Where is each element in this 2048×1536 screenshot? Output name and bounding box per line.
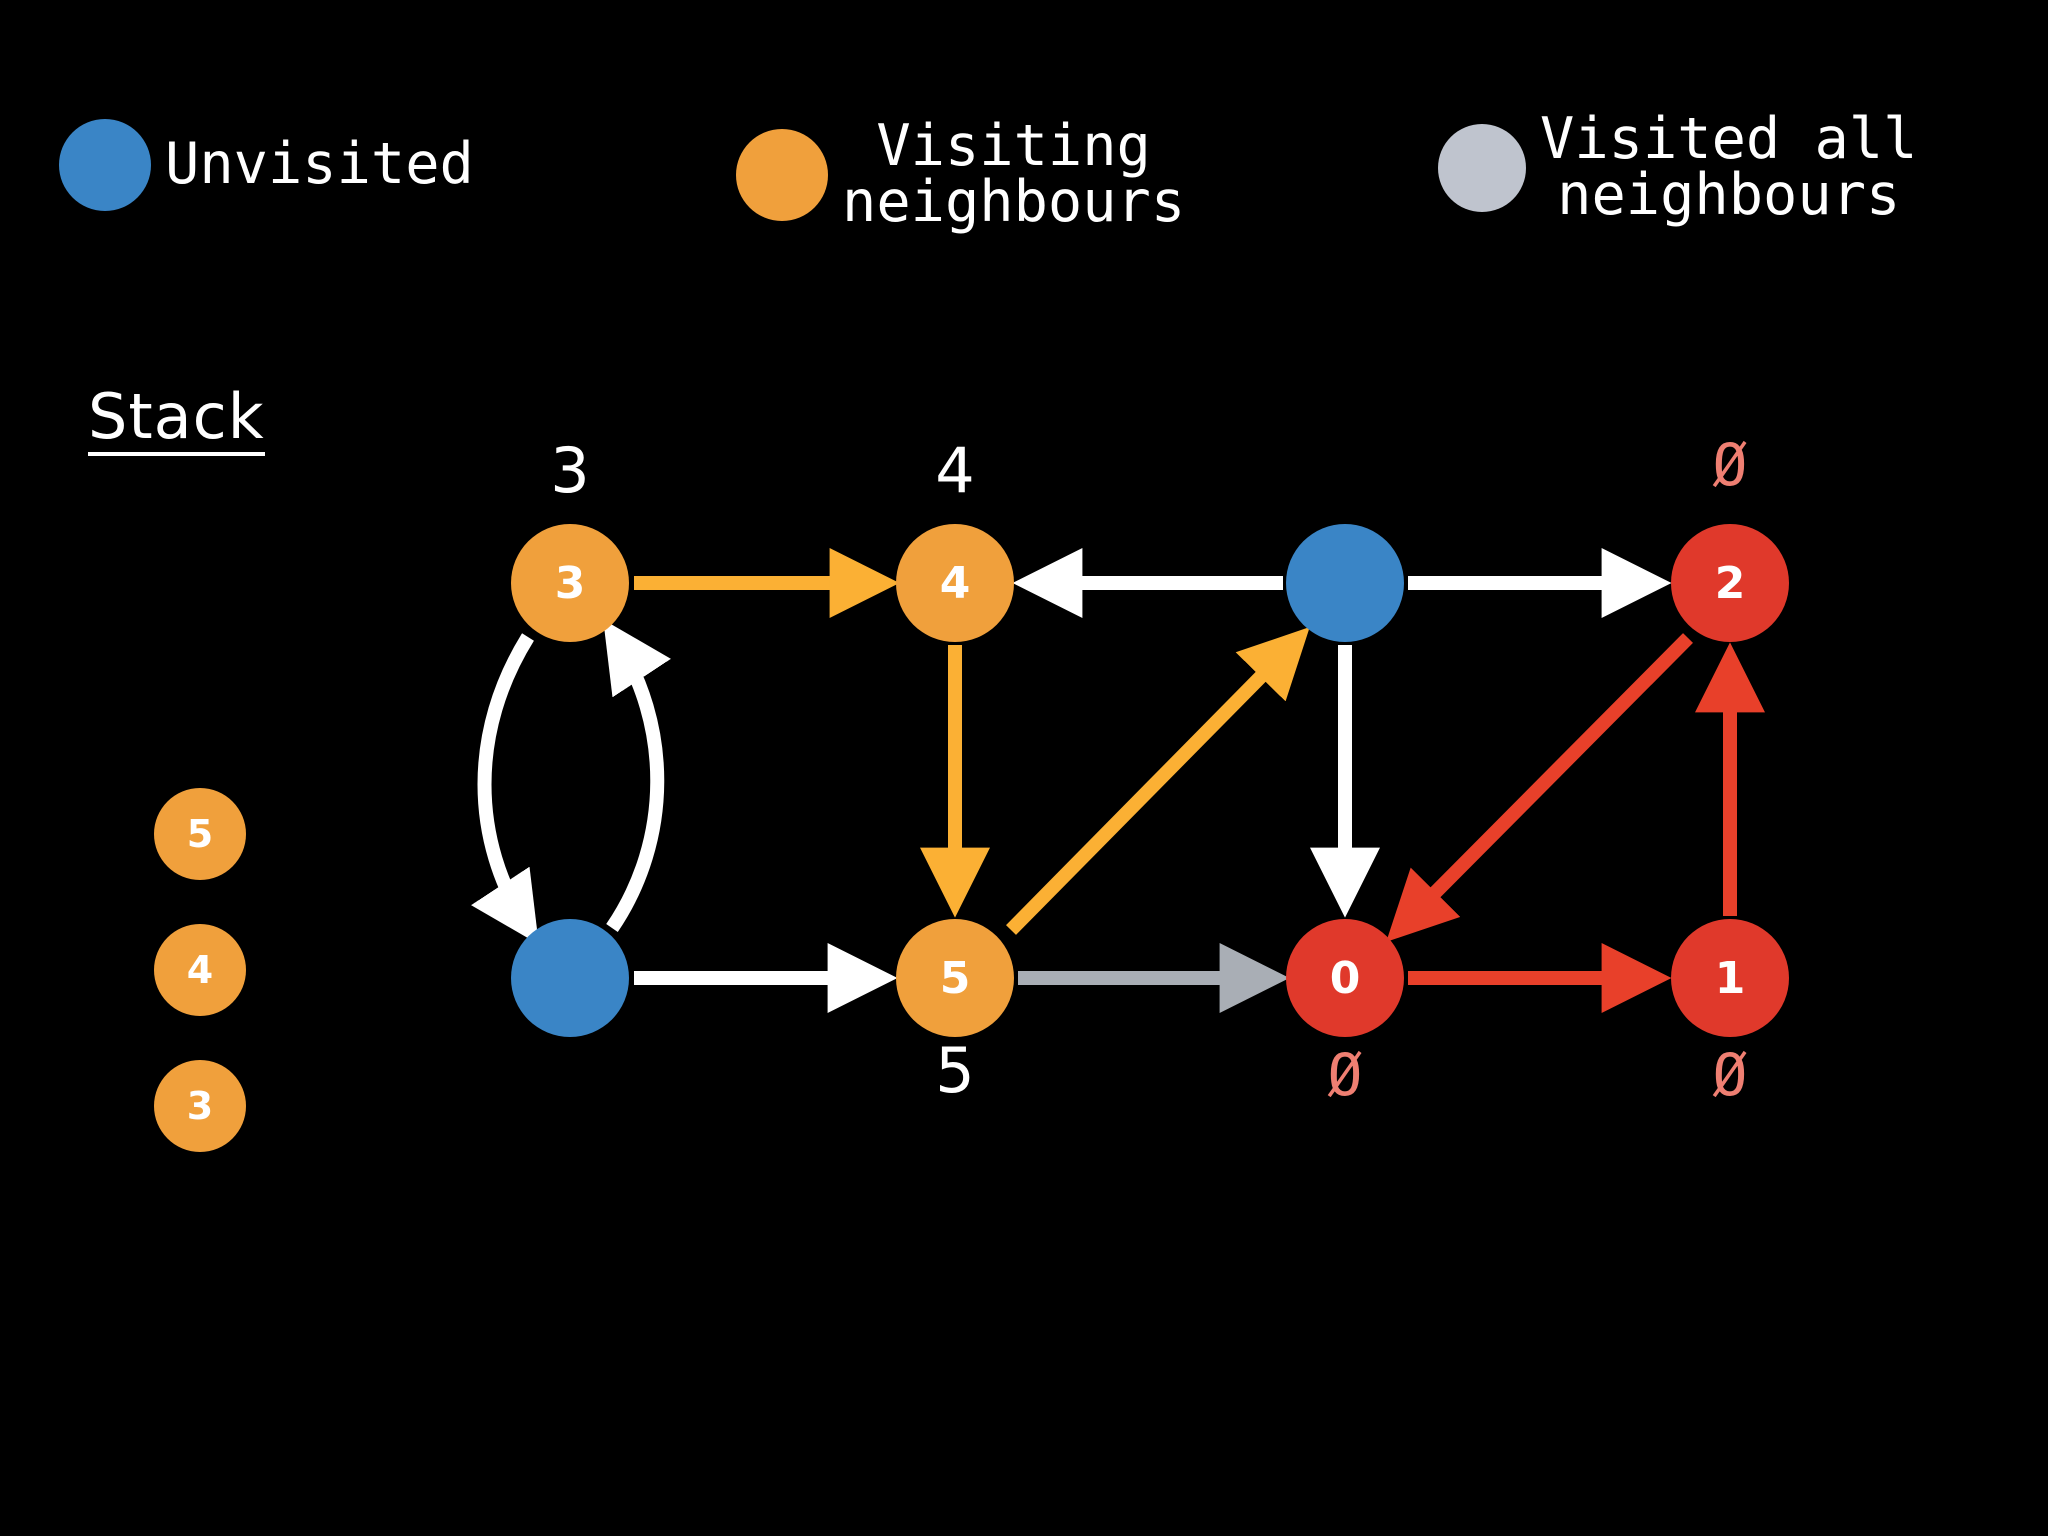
graph-node-4-label: 4 bbox=[935, 434, 975, 507]
legend: Unvisited Visiting neighbours Visited al… bbox=[0, 0, 2048, 230]
graph-node-unvisited-top[interactable] bbox=[1286, 524, 1404, 642]
stack-item: 3 bbox=[154, 1060, 246, 1152]
edge-blue2-to-3-curved bbox=[603, 619, 671, 932]
graph-node-5-value: 5 bbox=[939, 952, 971, 1004]
graph-node-0[interactable]: 0 bbox=[1286, 919, 1404, 1037]
graph-node-4-value: 4 bbox=[939, 557, 971, 609]
graph-node-5[interactable]: 5 bbox=[896, 919, 1014, 1037]
legend-label-unvisited: Unvisited bbox=[165, 131, 474, 198]
graph-node-2-value: 2 bbox=[1714, 557, 1746, 609]
graph-node-2[interactable]: 2 bbox=[1671, 524, 1789, 642]
stack-item-value: 3 bbox=[186, 1084, 214, 1128]
graph-node-0-value: 0 bbox=[1329, 952, 1361, 1004]
legend-label-visiting-neighbours: Visiting neighbours bbox=[842, 113, 1186, 235]
graph-node-0-distance-label: Ø bbox=[1327, 1041, 1363, 1109]
graph-node-2-distance-label: Ø bbox=[1712, 431, 1748, 499]
graph-node-3-label: 3 bbox=[550, 434, 590, 507]
legend-label-visited-all-neighbours: Visited all neighbours bbox=[1540, 106, 1918, 228]
graph-node-4[interactable]: 4 bbox=[896, 524, 1014, 642]
unvisited-color-dot bbox=[59, 119, 151, 211]
legend-item-visiting-neighbours: Visiting neighbours bbox=[736, 113, 1186, 235]
graph-node-1[interactable]: 1 bbox=[1671, 919, 1789, 1037]
stack-item-value: 5 bbox=[186, 812, 214, 856]
legend-item-visited-all-neighbours: Visited all neighbours bbox=[1438, 106, 1918, 228]
graph-node-3-value: 3 bbox=[554, 557, 586, 609]
visiting-color-dot bbox=[736, 128, 828, 221]
visited-color-dot bbox=[1438, 123, 1526, 212]
graph-node-5-label: 5 bbox=[935, 1034, 975, 1107]
graph-node-1-value: 1 bbox=[1714, 952, 1746, 1004]
edge-3-to-blue2-curved bbox=[471, 633, 539, 945]
edge-2-to-0 bbox=[1386, 633, 1693, 942]
legend-item-unvisited: Unvisited bbox=[59, 119, 474, 211]
graph-node-unvisited-bottom[interactable] bbox=[511, 919, 629, 1037]
stack-item-value: 4 bbox=[186, 948, 214, 992]
stack-heading: Stack bbox=[88, 386, 265, 456]
graph-node-1-distance-label: Ø bbox=[1712, 1041, 1748, 1109]
stack-item: 5 bbox=[154, 788, 246, 880]
edge-5-to-blue bbox=[1006, 627, 1310, 935]
stack-item: 4 bbox=[154, 924, 246, 1016]
graph-node-3[interactable]: 3 bbox=[511, 524, 629, 642]
